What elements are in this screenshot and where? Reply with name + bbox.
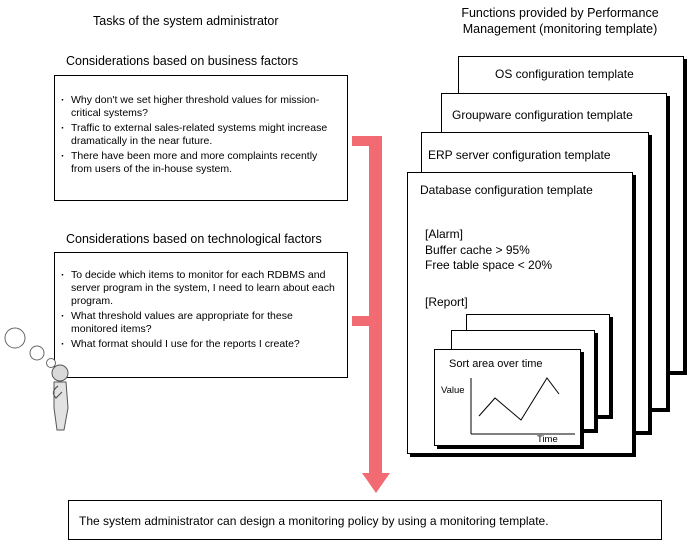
database-template-label: Database configuration template xyxy=(420,183,593,197)
person-body xyxy=(53,381,69,431)
list-item: What threshold values are appropriate fo… xyxy=(59,310,339,336)
admin-header: Tasks of the system administrator xyxy=(93,14,279,28)
groupware-template-label: Groupware configuration template xyxy=(452,108,633,122)
arrow-shaft xyxy=(369,136,382,479)
technological-box: To decide which items to monitor for eac… xyxy=(54,252,348,378)
thinking-person-icon xyxy=(4,327,69,431)
thought-bubble-icon xyxy=(46,358,56,368)
report-sheet-front: Sort area over time Value Time xyxy=(434,349,581,446)
report-line-chart xyxy=(470,377,575,435)
os-template-label: OS configuration template xyxy=(495,67,634,81)
database-template-card: Database configuration template [Alarm] … xyxy=(407,172,633,454)
report-x-label: Time xyxy=(537,434,558,445)
list-item: What format should I use for the reports… xyxy=(59,338,339,351)
report-chart-title: Sort area over time xyxy=(449,358,543,370)
alarm-section: [Alarm] Buffer cache > 95% Free table sp… xyxy=(425,227,552,274)
flow-arrow-shape xyxy=(352,136,390,493)
technological-title: Considerations based on technological fa… xyxy=(66,232,322,246)
person-arm xyxy=(52,385,63,399)
thought-bubble-icon xyxy=(29,345,45,361)
list-item: Traffic to external sales-related system… xyxy=(59,122,339,148)
thought-bubble-icon xyxy=(4,327,26,349)
functions-header: Functions provided by Performance Manage… xyxy=(461,6,659,36)
erp-template-label: ERP server configuration template xyxy=(428,148,611,162)
report-y-label: Value xyxy=(441,385,465,396)
alarm-label: [Alarm] xyxy=(425,227,464,241)
conclusion-text: The system administrator can design a mo… xyxy=(79,514,549,528)
arrow-top-branch xyxy=(352,136,376,146)
arrow-middle-branch xyxy=(352,316,376,326)
business-box: Why don't we set higher threshold values… xyxy=(54,75,348,201)
chart-series-line xyxy=(478,377,560,421)
alarm-condition: Buffer cache > 95% xyxy=(425,242,530,257)
arrow-head xyxy=(362,473,390,493)
person-head xyxy=(51,364,69,382)
conclusion-box: The system administrator can design a mo… xyxy=(68,500,662,540)
business-list: Why don't we set higher threshold values… xyxy=(59,94,339,176)
business-title: Considerations based on business factors xyxy=(66,54,299,68)
list-item: Why don't we set higher threshold values… xyxy=(59,94,339,120)
alarm-condition: Free table space < 20% xyxy=(425,258,553,272)
list-item: There have been more and more complaints… xyxy=(59,150,339,176)
report-label: [Report] xyxy=(425,295,468,309)
technological-list: To decide which items to monitor for eac… xyxy=(59,269,339,351)
list-item: To decide which items to monitor for eac… xyxy=(59,269,339,308)
